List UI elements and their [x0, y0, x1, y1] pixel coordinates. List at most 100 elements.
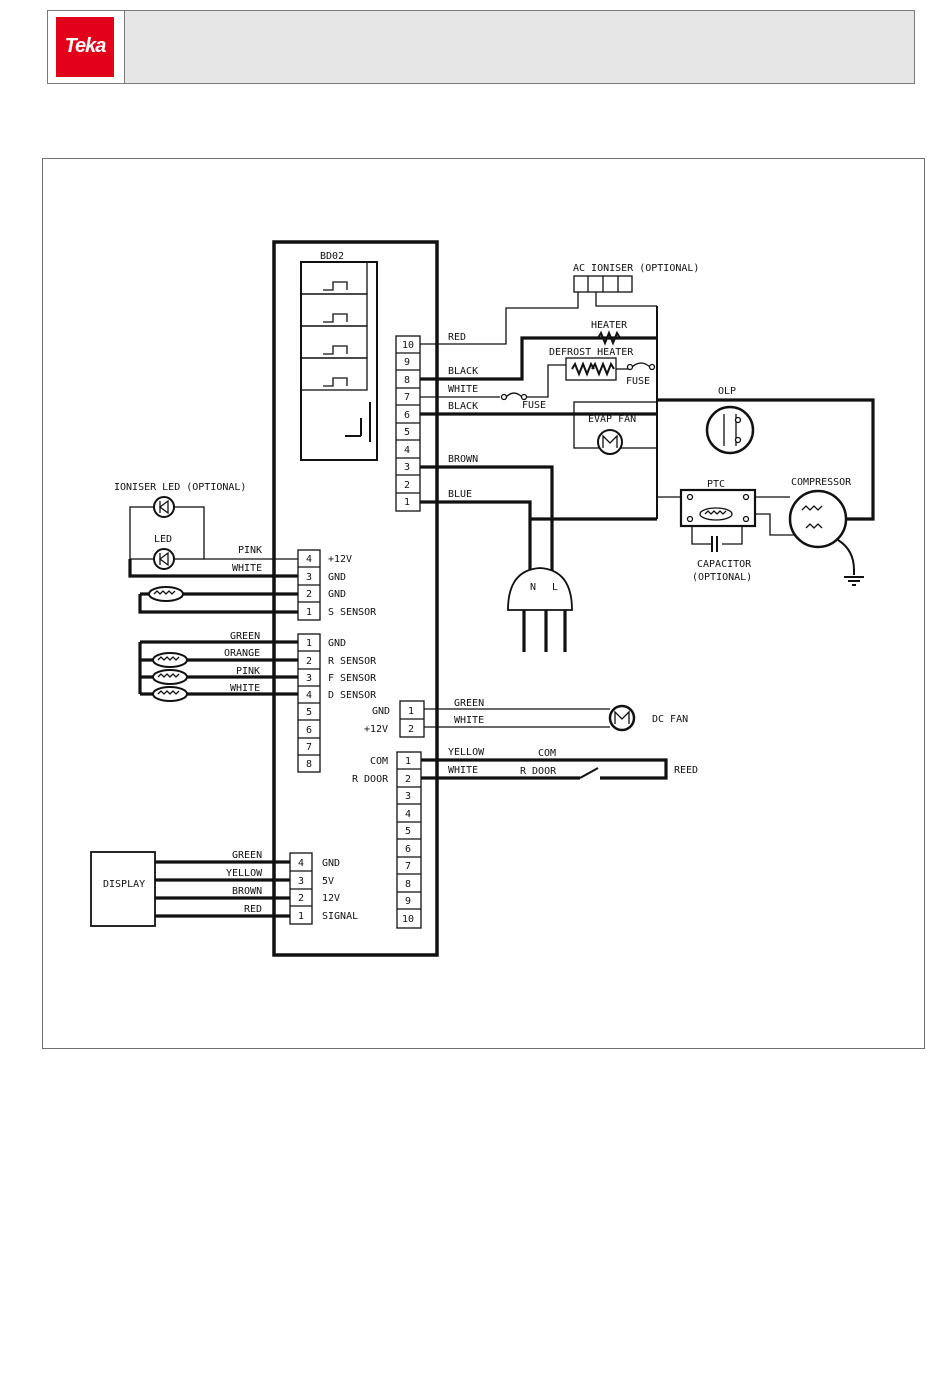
wire-label: WHITE [454, 715, 484, 726]
wire-label: YELLOW [226, 868, 263, 879]
relay-module-label: BD02 [320, 251, 344, 262]
pin-function-label: F SENSOR [328, 673, 377, 684]
olp-label: OLP [718, 386, 736, 397]
ioniser-led-label: IONISER LED (OPTIONAL) [114, 482, 246, 493]
fuse-label: FUSE [522, 400, 546, 411]
ptc-label: PTC [707, 479, 725, 490]
relay-terminal-block: 10 9 8 7 6 5 4 3 2 1 [395, 335, 421, 512]
plug-l-label: L [552, 582, 558, 593]
wire-label: RED [244, 904, 262, 915]
connector-pin: 8 [405, 879, 411, 890]
connector-pin: 1 [306, 638, 312, 649]
connector-pin: 3 [298, 876, 304, 887]
pin-function-label: +12V [364, 724, 388, 735]
pin-function-label: R SENSOR [328, 656, 377, 667]
relay-pin: 1 [404, 497, 410, 508]
plug-n-label: N [530, 582, 536, 593]
wire-label: BROWN [448, 454, 478, 465]
connector-pin: 5 [306, 707, 312, 718]
pin-function-label: R DOOR [352, 774, 389, 785]
relay-pin: 7 [404, 392, 410, 403]
relay-pin: 5 [404, 427, 410, 438]
heater-label: HEATER [591, 320, 628, 331]
relay-pin: 6 [404, 410, 410, 421]
connector-pin: 7 [306, 742, 312, 753]
wire-label: PINK [238, 545, 262, 556]
reed-label: REED [674, 765, 698, 776]
connector-pin: 3 [306, 673, 312, 684]
connector-pin: 4 [306, 554, 312, 565]
wire-label: PINK [236, 666, 260, 677]
wire-label: GREEN [454, 698, 484, 709]
pin-function-label: GND [372, 706, 390, 717]
connector-pin: 10 [402, 914, 414, 925]
com-label: COM [538, 748, 556, 759]
reed-connector: 1 2 3 4 5 6 7 8 9 10 COM R DOOR YELLOW W… [352, 747, 698, 929]
relay-pin: 3 [404, 462, 410, 473]
ac-ioniser-label: AC IONISER (OPTIONAL) [573, 263, 699, 274]
display-connector: DISPLAY GREEN YELLOW BROWN RED 4 3 2 1 G… [90, 850, 358, 927]
connector-pin: 1 [408, 706, 414, 717]
pin-function-label: S SENSOR [328, 607, 377, 618]
pin-function-label: +12V [328, 554, 352, 565]
wire-label: BLACK [448, 366, 478, 377]
connector-pin: 8 [306, 759, 312, 770]
pin-function-label: GND [328, 572, 346, 583]
relay-pin: 2 [404, 480, 410, 491]
wire-label: WHITE [230, 683, 260, 694]
pin-function-label: GND [322, 858, 340, 869]
connector-pin: 4 [405, 809, 411, 820]
connector-pin: 4 [306, 690, 312, 701]
connector-pin: 1 [298, 911, 304, 922]
rdoor-label: R DOOR [520, 766, 557, 777]
ptc: PTC CAPACITOR (OPTIONAL) [657, 479, 800, 583]
teka-logo: Teka [56, 17, 114, 77]
relay-module: BD02 [300, 251, 378, 461]
connector-pin: 2 [298, 893, 304, 904]
page-header: Teka [47, 10, 915, 84]
wire-label: WHITE [448, 765, 478, 776]
connector-pin: 6 [306, 725, 312, 736]
pin-function-label: GND [328, 589, 346, 600]
connector-pin: 2 [306, 656, 312, 667]
connector-pin: 1 [405, 756, 411, 767]
left-connector-a: IONISER LED (OPTIONAL) LED PINK WHITE 4 … [114, 482, 377, 621]
defrost-heater-label: DEFROST HEATER [549, 347, 634, 358]
wire-label: WHITE [232, 563, 262, 574]
ac-ioniser: AC IONISER (OPTIONAL) [573, 263, 699, 307]
capacitor-optional-label: (OPTIONAL) [692, 572, 752, 583]
connector-pin: 7 [405, 861, 411, 872]
connector-pin: 2 [306, 589, 312, 600]
pin-function-label: 12V [322, 893, 340, 904]
pin-function-label: GND [328, 638, 346, 649]
wire-label: YELLOW [448, 747, 485, 758]
pin-function-label: SIGNAL [322, 911, 358, 922]
connector-pin: 9 [405, 896, 411, 907]
dc-fan-label: DC FAN [652, 714, 688, 725]
fuse: FUSE [500, 364, 566, 411]
logo-cell: Teka [48, 11, 125, 83]
wire-label: WHITE [448, 384, 478, 395]
heater: HEATER [591, 320, 628, 346]
logo-text: Teka [64, 35, 107, 57]
dc-fan-connector: 1 2 GND +12V GREEN WHITE DC FAN [364, 698, 688, 738]
connector-pin: 4 [298, 858, 304, 869]
left-connector-b: GREEN ORANGE PINK WHITE 1 2 3 4 5 6 7 8 … [138, 631, 377, 773]
fuse-label: FUSE [626, 376, 650, 387]
wire-label: GREEN [232, 850, 262, 861]
connector-pin: 2 [405, 774, 411, 785]
wire-label: BROWN [232, 886, 262, 897]
wire-label: GREEN [230, 631, 260, 642]
connector-pin: 2 [408, 724, 414, 735]
mains-plug: N L [507, 567, 573, 652]
relay-pin: 10 [402, 340, 414, 351]
pin-function-label: D SENSOR [328, 690, 377, 701]
relay-pin: 9 [404, 357, 410, 368]
wire-label: ORANGE [224, 648, 260, 659]
connector-pin: 3 [306, 572, 312, 583]
compressor: COMPRESSOR [788, 477, 864, 586]
relay-pin: 4 [404, 445, 410, 456]
evap-fan: EVAP FAN [573, 401, 658, 455]
display-label: DISPLAY [103, 879, 145, 890]
